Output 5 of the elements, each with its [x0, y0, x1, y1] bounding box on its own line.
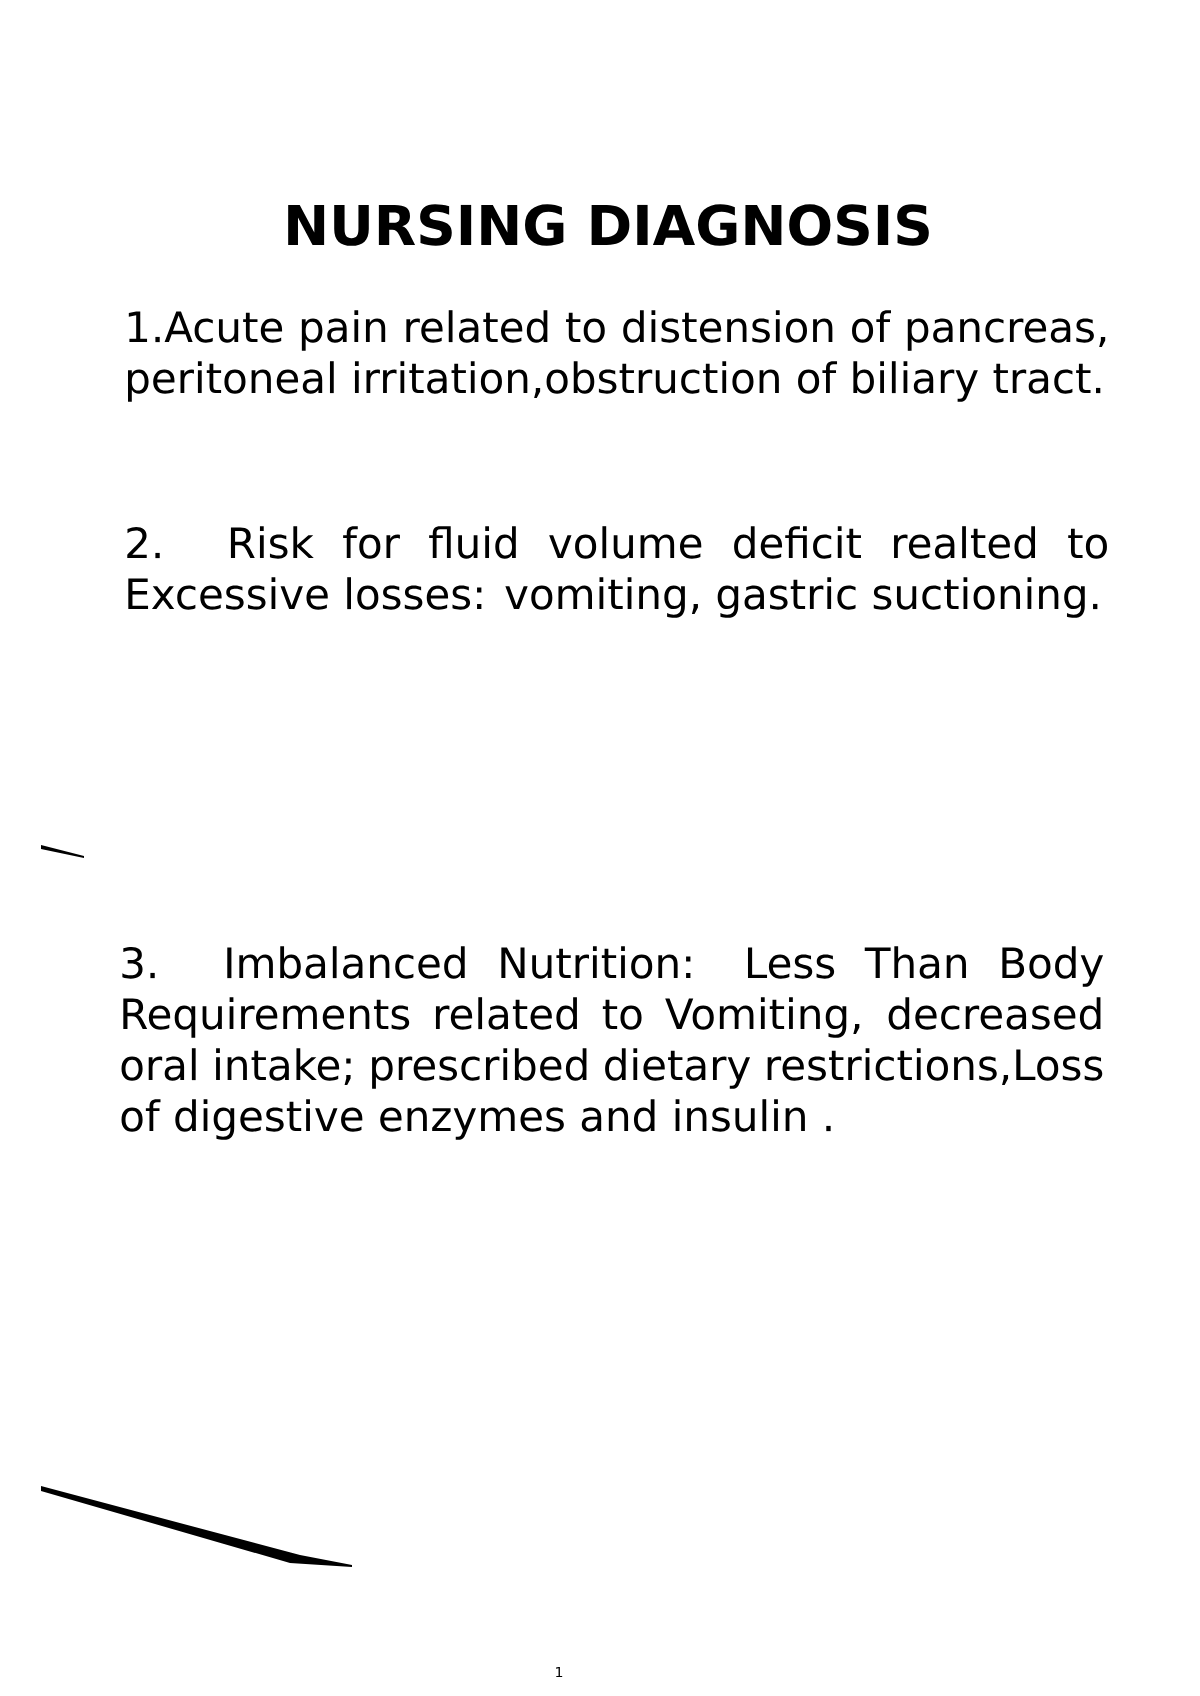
paragraph: 1.Acute pain related to distension of pancreas, peritoneal irritation,obstruction of biliary tract.	[128, 310, 1106, 402]
paragraph: 3. Imbalanced Nutrition: Less Than Body Requirements related to Vomiting, decreased oral intake; prescribed dietary restrictions,Loss of digestive enzymes and insulin .	[121, 946, 1104, 1140]
page-number: 1	[556, 1666, 563, 1678]
title: NURSING DIAGNOSIS	[288, 204, 929, 246]
paragraph: 2. Risk for fluid volume deficit realted to Excessive losses: vomiting, gastric suctioning.	[127, 526, 1107, 618]
